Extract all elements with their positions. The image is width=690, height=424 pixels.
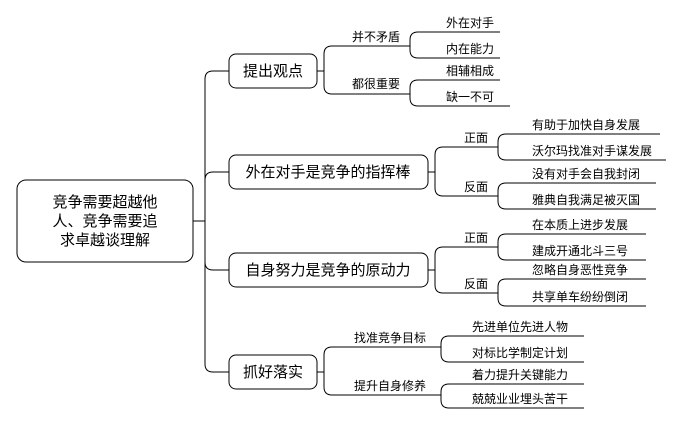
root-node: 竞争需要超越他 人、竞争需要追 求卓越谈理解 xyxy=(16,179,194,263)
group-label: 正面 xyxy=(464,131,488,145)
leaf-label: 先进单位先进人物 xyxy=(472,319,568,334)
branch-label: 抓好落实 xyxy=(243,363,303,381)
leaf-label: 缺一不可 xyxy=(446,89,494,104)
leaf-label: 建成开通北斗三号 xyxy=(532,244,628,258)
branch-node-1: 提出观点 xyxy=(228,53,318,89)
leaf-label: 忽略自身恶性竞争 xyxy=(532,262,628,277)
branch-box xyxy=(228,252,429,288)
group-label: 都很重要 xyxy=(352,77,400,91)
branch-label: 自身努力是竞争的原动力 xyxy=(245,261,410,279)
leaf-label: 着力提升关键能力 xyxy=(472,367,568,382)
leaf-label: 沃尔玛找准对手谋发展 xyxy=(532,143,652,158)
leaf-label: 共享单车纷纷倒闭 xyxy=(532,289,628,304)
leaf-label: 有助于加快自身发展 xyxy=(532,117,640,132)
leaf-label: 外在对手 xyxy=(446,16,494,30)
branch-label: 外在对手是竞争的指挥棒 xyxy=(245,163,410,181)
leaf-label: 雅典自我满足被灭国 xyxy=(532,192,640,207)
group-label: 反面 xyxy=(464,180,488,194)
leaf-label: 没有对手会自我封闭 xyxy=(532,166,640,181)
root-line-2: 人、竞争需要追 xyxy=(52,212,157,230)
branch-box xyxy=(228,354,318,390)
root-line-3: 求卓越谈理解 xyxy=(60,231,150,249)
root-line-1: 竞争需要超越他 xyxy=(52,193,157,211)
group-label: 提升自身修养 xyxy=(354,378,426,393)
group-label: 反面 xyxy=(464,277,488,291)
branch-box xyxy=(228,53,318,89)
leaf-label: 在本质上进步发展 xyxy=(532,217,628,232)
leaf-label: 对标比学制定计划 xyxy=(472,345,568,360)
connector-lines xyxy=(193,31,666,409)
group-label: 并不矛盾 xyxy=(352,30,400,44)
branch-label: 提出观点 xyxy=(243,62,303,80)
leaf-label: 相辅相成 xyxy=(446,64,494,78)
group-label: 正面 xyxy=(464,231,488,245)
branch-node-3: 自身努力是竞争的原动力 xyxy=(228,252,429,288)
branch-box xyxy=(228,154,429,190)
leaf-label: 内在能力 xyxy=(446,42,494,56)
branch-node-4: 抓好落实 xyxy=(228,354,318,390)
root-box xyxy=(16,179,194,263)
group-label: 找准竞争目标 xyxy=(354,331,426,345)
branch-node-2: 外在对手是竞争的指挥棒 xyxy=(228,154,429,190)
leaf-label: 兢兢业业埋头苦干 xyxy=(472,392,568,406)
